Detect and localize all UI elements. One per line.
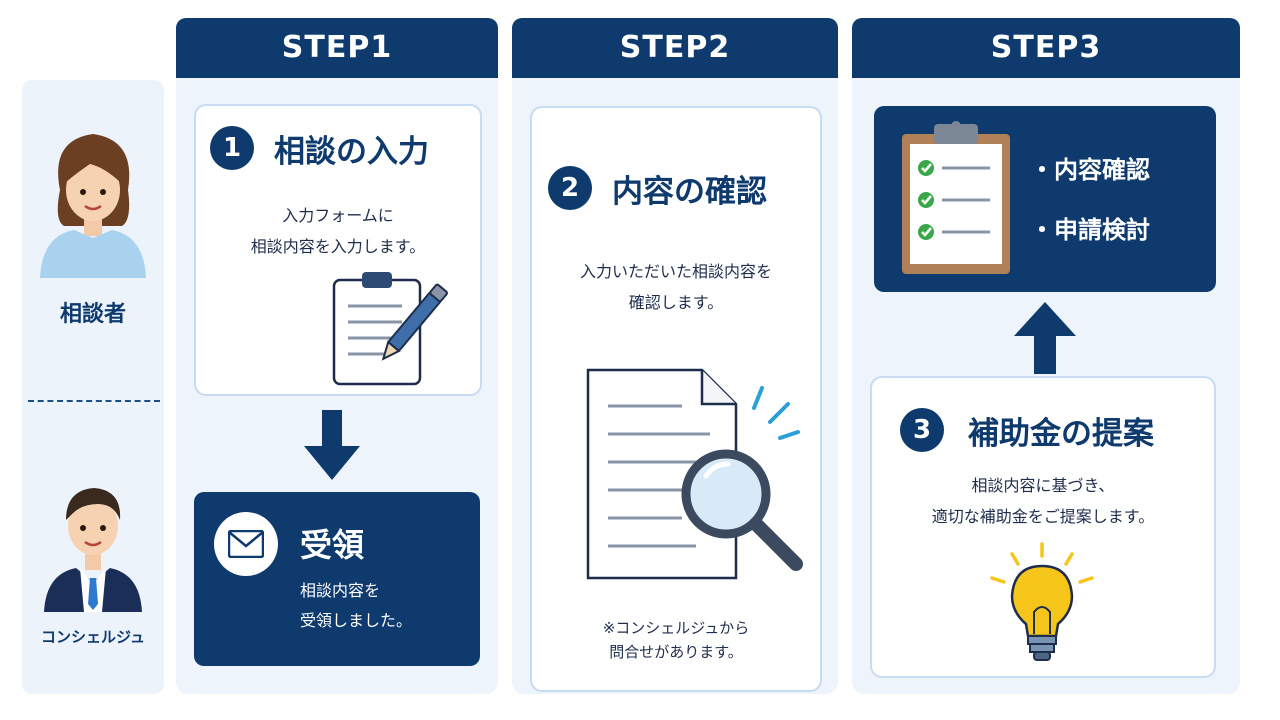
- summary-item-content-check: ・内容確認: [1030, 156, 1150, 184]
- step2-card-description: 入力いただいた相談内容を 確認します。: [579, 262, 772, 312]
- step1-card-title: 相談の入力: [274, 134, 429, 170]
- actor-label-consultee: 相談者: [59, 302, 126, 327]
- step3-summary-card: ・内容確認 ・申請検討: [874, 106, 1216, 292]
- step2-note: ※コンシェルジュから 問合せがあります。: [602, 619, 750, 661]
- step1-number-badge: 1: [210, 126, 254, 170]
- step1-received-title: 受領: [300, 526, 365, 564]
- man-avatar-icon: [44, 488, 142, 612]
- step3-proposal-card: 3 補助金の提案 相談内容に基づき、 適切な補助金をご提案します。: [870, 376, 1216, 678]
- step1-received-card: 受領 相談内容を 受領しました。: [194, 492, 480, 666]
- step3-number-badge: 3: [900, 408, 944, 452]
- step1-column: STEP1 1 相談の入力 入力フォームに 相談内容を入力します。: [176, 18, 498, 694]
- down-arrow-icon: [304, 410, 360, 480]
- step2-number-badge: 2: [548, 166, 592, 210]
- step3-card-title: 補助金の提案: [968, 416, 1154, 452]
- clipboard-pencil-icon: [332, 272, 448, 386]
- step1-header: STEP1: [176, 18, 498, 78]
- step2-card-title: 内容の確認: [612, 174, 767, 210]
- actor-column: 相談者 コンシェルジュ: [22, 80, 164, 694]
- mail-icon: [228, 530, 264, 558]
- step3-column: STEP3 ・内容確認 ・申請検討 3 補助金の提案 相談内容に基づき、 適切な…: [852, 18, 1240, 694]
- step2-column: STEP2 2 内容の確認 入力いただいた相談内容を 確認します。 ※コンシェル…: [512, 18, 838, 694]
- step1-received-description: 相談内容を 受領しました。: [300, 581, 413, 630]
- up-arrow-icon: [1014, 302, 1076, 374]
- step2-check-card: 2 内容の確認 入力いただいた相談内容を 確認します。 ※コンシェルジュから 問…: [530, 106, 822, 692]
- woman-avatar-icon: [40, 134, 146, 278]
- step2-header: STEP2: [512, 18, 838, 78]
- step1-card-description: 入力フォームに 相談内容を入力します。: [250, 206, 426, 256]
- summary-item-application-review: ・申請検討: [1030, 216, 1150, 244]
- actor-label-concierge: コンシェルジュ: [41, 628, 145, 646]
- mail-icon-circle: [214, 512, 278, 576]
- document-magnifier-icon: [586, 368, 803, 580]
- actor-divider: [28, 400, 160, 402]
- step3-header: STEP3: [852, 18, 1240, 78]
- step3-card-description: 相談内容に基づき、 適切な補助金をご提案します。: [931, 476, 1155, 526]
- lightbulb-icon: [990, 542, 1094, 661]
- step1-input-card: 1 相談の入力 入力フォームに 相談内容を入力します。: [194, 104, 482, 396]
- checklist-clipboard-icon: [902, 121, 1010, 274]
